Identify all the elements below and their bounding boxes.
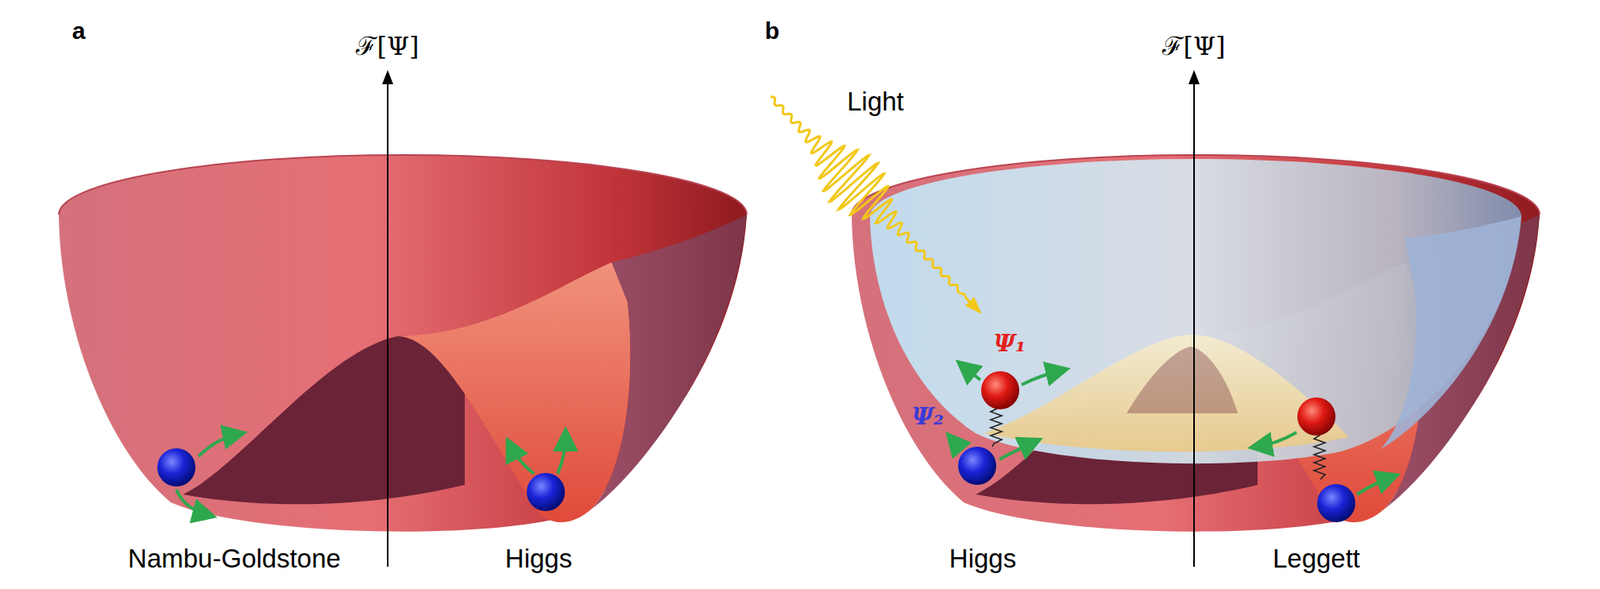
mode-label: Nambu-Goldstone [127,543,341,574]
coupling-spring [990,408,1326,480]
light-wave [770,96,982,314]
energy-axis [382,69,1200,567]
order-parameter-label: Ψ₂ [912,402,945,431]
mode-arrow [176,365,1392,515]
mode-label: Higgs [949,543,1017,574]
panel-letter: a [72,17,86,46]
axis-label: ℱ[Ψ] [1162,31,1226,62]
mode-label: Higgs [505,543,572,574]
order-parameter-ball [157,371,1356,522]
order-parameter-label: Ψ₁ [993,329,1027,358]
mexican-hat-b [851,154,1540,532]
light-label: Light [846,86,905,117]
panel-letter: b [765,17,780,46]
axis-label: ℱ[Ψ] [355,31,419,62]
mexican-hat-a [58,154,747,532]
mode-label: Leggett [1272,543,1361,574]
